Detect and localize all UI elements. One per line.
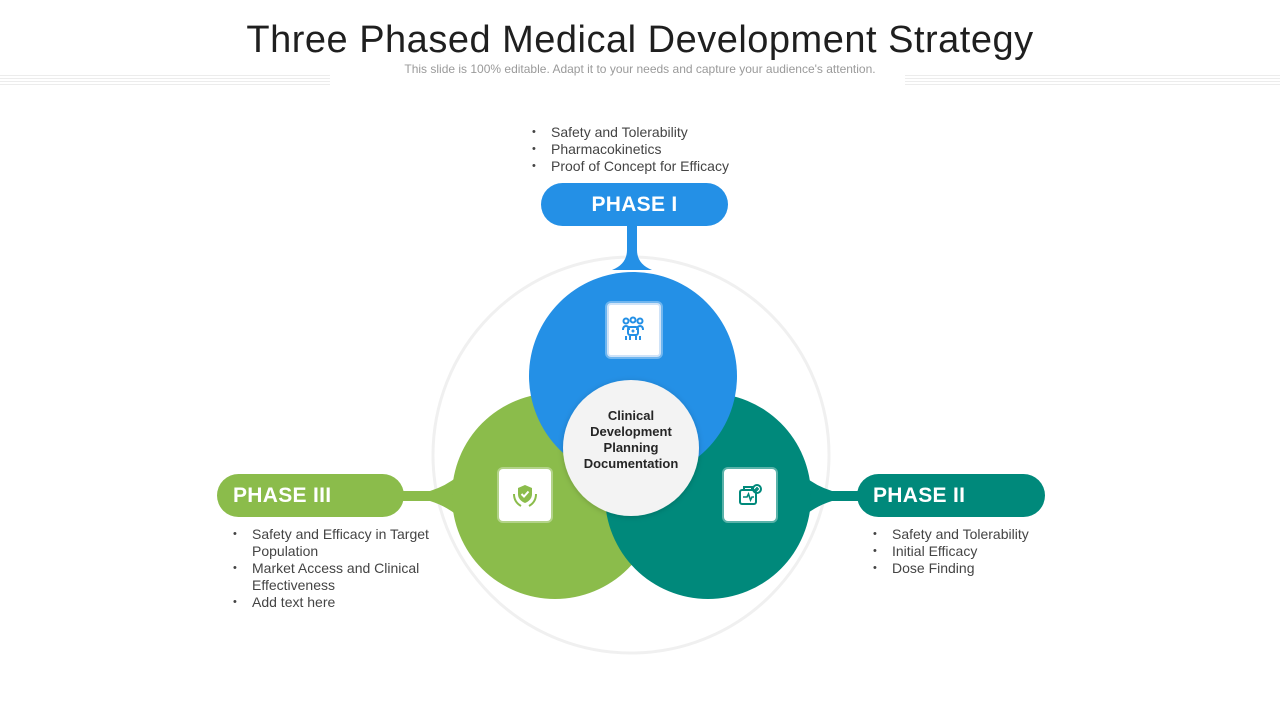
list-item: Initial Efficacy <box>872 543 1092 560</box>
phase3-bullets: Safety and Efficacy in Target Population… <box>232 526 452 611</box>
center-circle <box>563 380 699 516</box>
medical-team-icon <box>622 316 644 340</box>
center-line: Clinical <box>607 408 655 423</box>
phase2-bullets: Safety and Tolerability Initial Efficacy… <box>872 526 1092 577</box>
slide-title: Three Phased Medical Development Strateg… <box>246 19 1034 61</box>
header-rule-right <box>905 75 1280 87</box>
phase1-label: PHASE I <box>591 193 678 216</box>
list-item: Proof of Concept for Efficacy <box>531 158 771 175</box>
list-item: Add text here <box>232 594 452 611</box>
phase2-connector <box>804 476 862 516</box>
center-line: Planning <box>603 440 659 455</box>
phase1-icon-tile <box>607 303 661 357</box>
phase1-bullets: Safety and Tolerability Pharmacokinetics… <box>531 124 771 175</box>
phase1-connector <box>612 222 652 270</box>
phase1-pill <box>541 183 728 226</box>
list-item: Pharmacokinetics <box>531 141 771 158</box>
phase2-pill <box>857 474 1045 517</box>
phase2-label: PHASE II <box>873 484 966 507</box>
list-item: Market Access and Clinical Effectiveness <box>232 560 452 594</box>
phase2-icon-tile <box>724 469 776 521</box>
list-item: Safety and Tolerability <box>531 124 771 141</box>
list-item: Safety and Efficacy in Target Population <box>232 526 452 560</box>
shield-hands-icon <box>513 485 537 507</box>
list-item: Dose Finding <box>872 560 1092 577</box>
phase3-pill <box>217 474 404 517</box>
header-rule-left <box>0 75 330 87</box>
list-item: Safety and Tolerability <box>872 526 1092 543</box>
phase3-connector <box>398 476 458 516</box>
center-line: Development <box>590 424 672 439</box>
center-label: Clinical Development Planning Documentat… <box>564 408 698 472</box>
phase3-label: PHASE III <box>233 484 332 507</box>
slide-subtitle: This slide is 100% editable. Adapt it to… <box>404 62 876 76</box>
phase3-icon-tile <box>499 469 551 521</box>
center-line: Documentation <box>583 456 679 471</box>
medical-kit-icon <box>739 484 762 505</box>
